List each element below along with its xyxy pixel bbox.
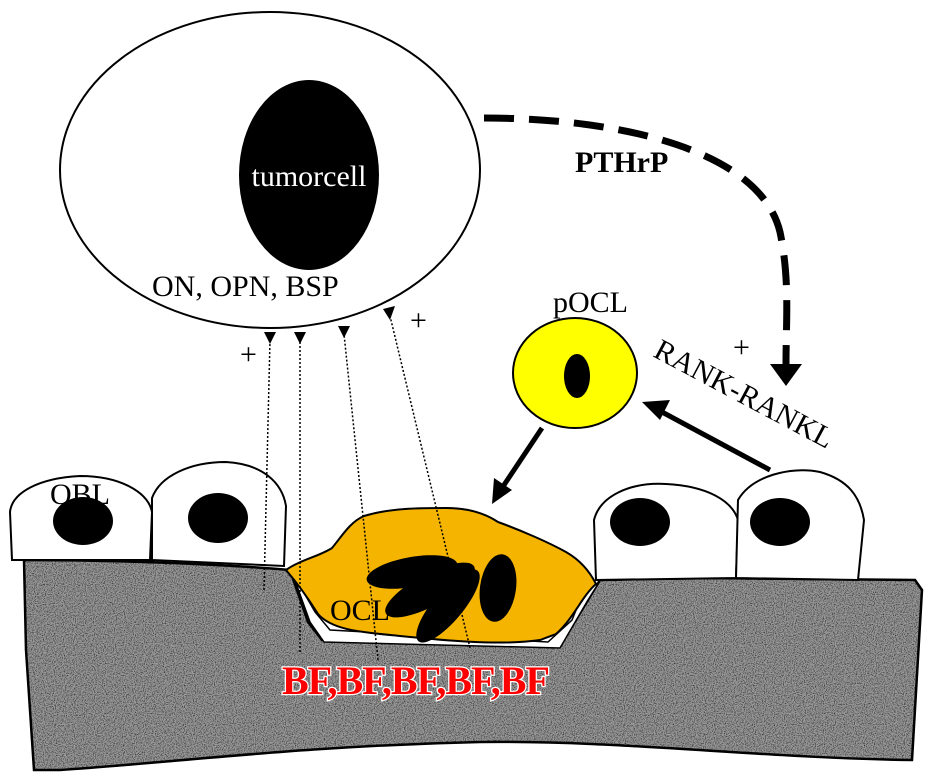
bone-factor-arrowheads bbox=[264, 306, 395, 344]
pocl-label: pOCL bbox=[553, 286, 628, 319]
rank-rankl-arrowhead bbox=[642, 400, 670, 420]
osteoblast-nucleus bbox=[53, 497, 113, 545]
matrix-proteins-label: ON, OPN, BSP bbox=[152, 270, 339, 303]
plus-sign: + bbox=[410, 304, 427, 337]
plus-sign: + bbox=[733, 331, 750, 364]
osteoblast-nucleus bbox=[750, 498, 810, 546]
pocl-to-ocl-arrowhead bbox=[492, 478, 512, 504]
bf-label: BF,BF,BF,BF,BF bbox=[282, 658, 549, 703]
obl-label: OBL bbox=[50, 478, 110, 511]
rank-rankl-arrow bbox=[660, 409, 772, 473]
pthrp-label: PTHrP bbox=[575, 146, 668, 179]
osteoblast-nucleus bbox=[188, 493, 248, 543]
pre-osteoclast-nucleus bbox=[564, 354, 590, 398]
pthrp-arrowhead bbox=[770, 364, 802, 386]
tumor-cell: tumorcell ON, OPN, BSP bbox=[59, 11, 481, 329]
osteoblast-right-2 bbox=[734, 469, 866, 582]
pthrp-arrow bbox=[483, 114, 791, 365]
tumor-nucleus bbox=[239, 80, 379, 270]
bone-matrix bbox=[22, 558, 924, 772]
pre-osteoclast: pOCL bbox=[512, 286, 638, 429]
tumorcell-label: tumorcell bbox=[252, 160, 367, 193]
osteoblast-nucleus bbox=[610, 498, 670, 546]
plus-sign: + bbox=[240, 338, 257, 371]
osteoclast bbox=[284, 506, 598, 644]
osteoblast-right-1 bbox=[592, 482, 740, 582]
pocl-to-ocl-arrow bbox=[499, 426, 545, 490]
osteoblast-left-2 bbox=[151, 460, 288, 568]
bone-factor-arrows bbox=[263, 315, 471, 661]
ocl-label: OCL bbox=[330, 594, 390, 627]
osteoblast-left-1 bbox=[8, 474, 154, 561]
